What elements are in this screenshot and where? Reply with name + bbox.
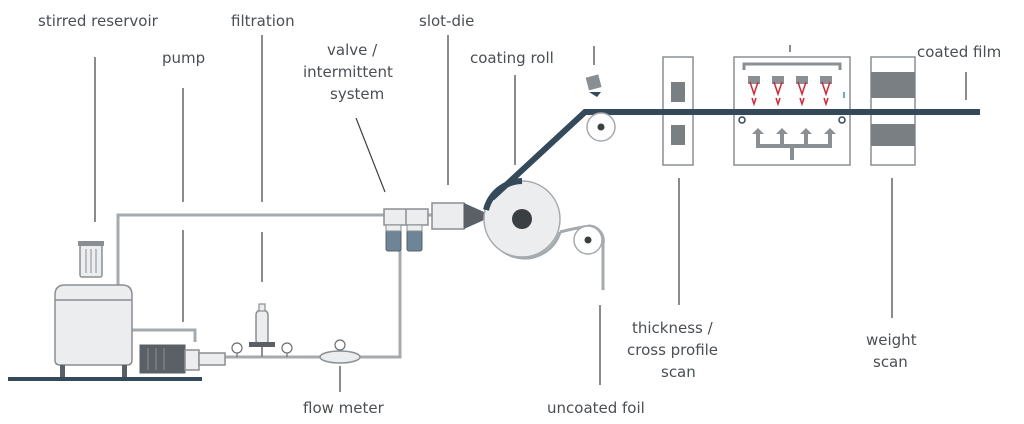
- label-thickness-1: thickness /: [632, 319, 714, 337]
- label-pump: pump: [162, 49, 205, 67]
- stirred-reservoir: [54, 241, 133, 377]
- heater-elements: [749, 81, 831, 107]
- dryer-nozzles: [748, 76, 832, 84]
- valve-system: [383, 208, 429, 252]
- air-arrows: [752, 128, 836, 160]
- filtration-unit: [249, 303, 275, 357]
- label-coating-roll: coating roll: [470, 49, 554, 67]
- label-uncoated-foil: uncoated foil: [547, 399, 645, 417]
- slot-die: [431, 202, 484, 230]
- label-weight-2: scan: [873, 353, 908, 371]
- pump: [139, 344, 226, 374]
- labels: stirred reservoir pump filtration valve …: [38, 12, 1001, 417]
- label-weight-1: weight: [866, 331, 917, 349]
- supply-pipe: [116, 213, 432, 359]
- label-valve-1: valve /: [327, 41, 378, 59]
- leader-lines: [94, 35, 967, 392]
- label-flow-meter: flow meter: [303, 399, 385, 417]
- label-stirred-reservoir: stirred reservoir: [38, 12, 159, 30]
- coating-roll: [483, 180, 561, 258]
- guide-roll-upper: [586, 112, 616, 142]
- label-valve-3: system: [330, 85, 384, 103]
- label-thickness-3: scan: [661, 363, 696, 381]
- pressure-gauge-icon: [231, 342, 293, 357]
- label-valve-2: intermittent: [303, 63, 393, 81]
- guide-roll-lower: [573, 225, 603, 255]
- flow-meter: [319, 339, 361, 364]
- label-coated-film: coated film: [917, 43, 1001, 61]
- label-slot-die: slot-die: [419, 12, 474, 30]
- inspection-camera-icon: [585, 74, 602, 97]
- label-thickness-2: cross profile: [627, 341, 718, 359]
- label-filtration: filtration: [231, 12, 295, 30]
